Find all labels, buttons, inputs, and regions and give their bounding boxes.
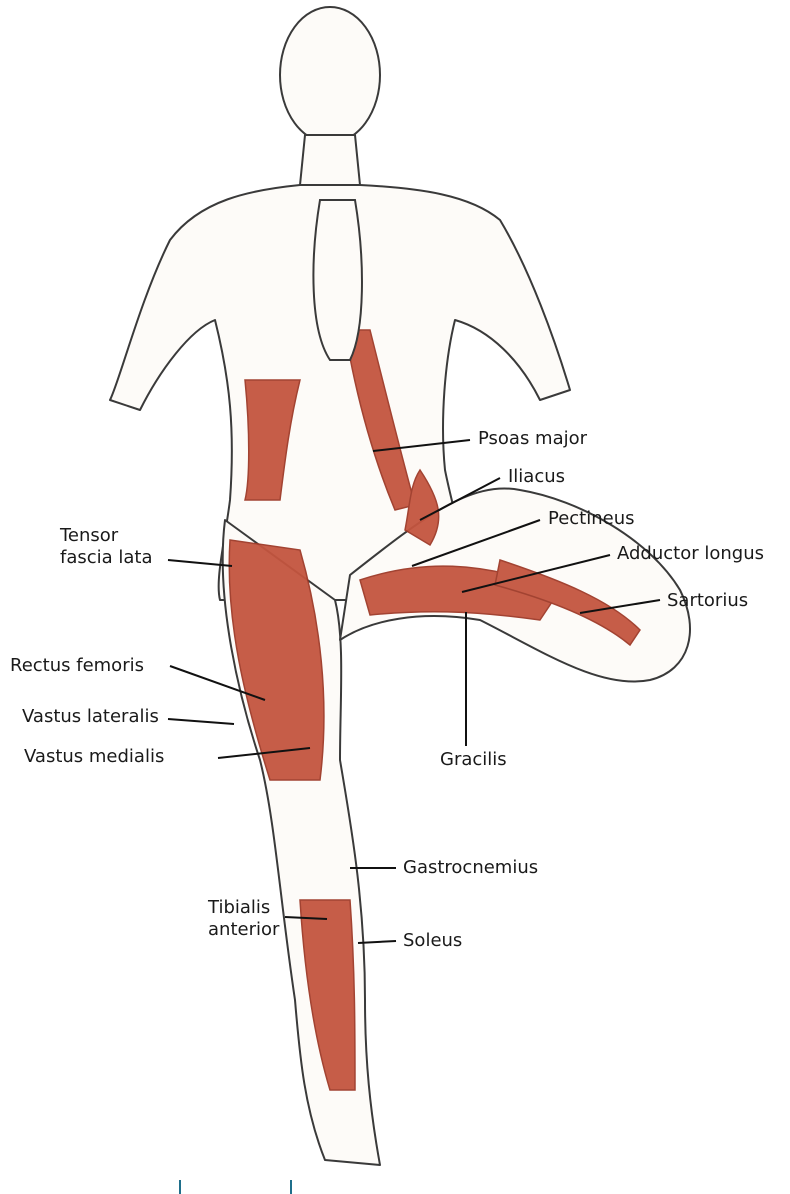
label-adductor-longus: Adductor longus <box>617 543 764 565</box>
label-vastus-lateralis: Vastus lateralis <box>22 706 159 728</box>
pressed-hands <box>313 200 362 360</box>
label-iliacus: Iliacus <box>508 466 565 488</box>
label-vastus-medialis: Vastus medialis <box>24 746 164 768</box>
label-psoas-major: Psoas major <box>478 428 587 450</box>
label-pectineus: Pectineus <box>548 508 635 530</box>
leader-vastus-lat <box>168 719 234 724</box>
label-sartorius: Sartorius <box>667 590 748 612</box>
label-soleus: Soleus <box>403 930 462 952</box>
label-rectus-femoris: Rectus femoris <box>10 655 144 677</box>
label-gracilis: Gracilis <box>440 749 507 771</box>
head <box>280 7 380 143</box>
label-tibialis-anterior: Tibialis anterior <box>208 897 279 941</box>
hands <box>313 200 362 360</box>
neck <box>300 135 360 185</box>
label-gastrocnemius: Gastrocnemius <box>403 857 538 879</box>
bottom-marks <box>180 1180 291 1194</box>
label-tensor-fascia-lata: Tensor fascia lata <box>60 525 153 569</box>
